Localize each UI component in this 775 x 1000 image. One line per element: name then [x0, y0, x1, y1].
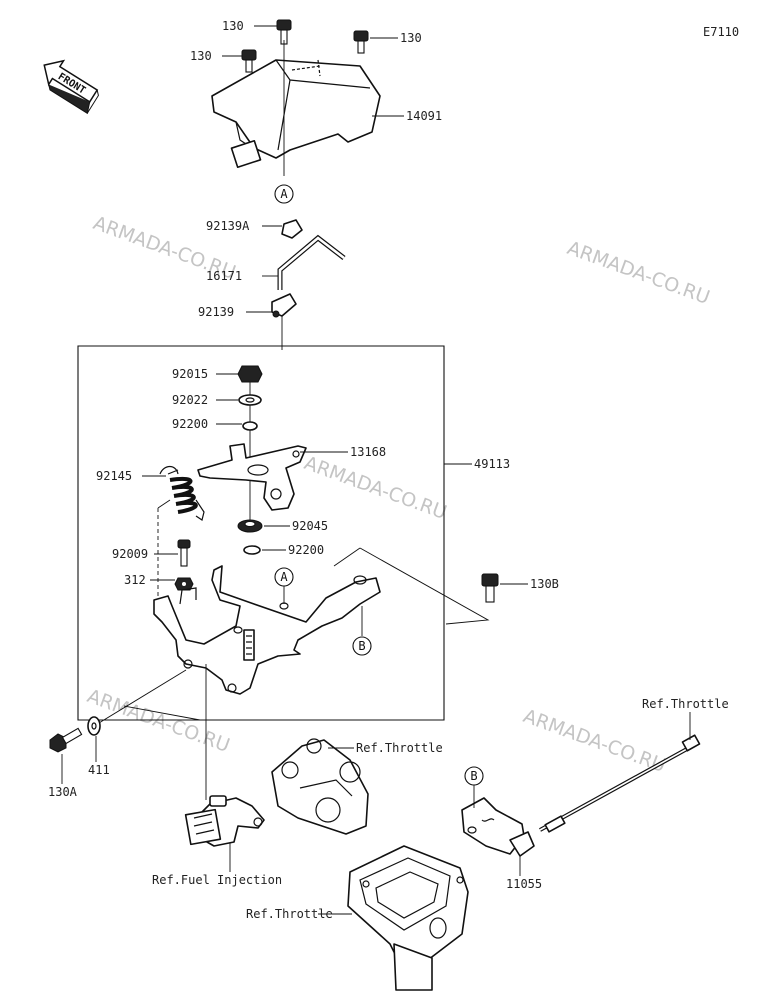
throttle-body-bottom — [347, 845, 469, 991]
screw-92009 — [177, 539, 191, 567]
marker-a-inner: A — [274, 567, 294, 587]
label-411: 411 — [88, 763, 110, 777]
throttle-cable — [539, 734, 701, 833]
label-92022: 92022 — [172, 393, 208, 407]
washer-411 — [87, 716, 101, 736]
svg-text:A: A — [280, 570, 288, 584]
washer-92022 — [238, 394, 262, 406]
bushing-92045 — [237, 519, 263, 533]
washer-92200-lower — [243, 545, 261, 555]
bolt-130-top — [276, 19, 292, 45]
label-14091: 14091 — [406, 109, 442, 123]
bolt-130-left — [241, 49, 257, 73]
ref-fuel-injection: Ref.Fuel Injection — [152, 873, 282, 887]
bracket-11055 — [461, 797, 535, 857]
nut-92015 — [237, 365, 263, 383]
label-92145: 92145 — [96, 469, 132, 483]
front-arrow-icon: FRONT — [43, 59, 99, 115]
washer-92200-upper — [242, 421, 258, 431]
watermark-5: ARMADA-CO.RU — [520, 705, 668, 777]
bracket — [153, 565, 381, 695]
label-49113: 49113 — [474, 457, 510, 471]
label-11055: 11055 — [506, 877, 542, 891]
svg-text:B: B — [470, 769, 477, 783]
bolt-130B — [481, 573, 499, 603]
svg-text:B: B — [358, 639, 365, 653]
throttle-body-middle — [271, 738, 369, 835]
label-130-right: 130 — [400, 31, 422, 45]
clip-92139A — [281, 219, 303, 239]
throttle-sensor — [184, 795, 265, 847]
label-92045: 92045 — [292, 519, 328, 533]
label-130-top: 130 — [222, 19, 244, 33]
bolt-130A — [49, 727, 83, 753]
label-92009: 92009 — [112, 547, 148, 561]
label-92139A: 92139A — [206, 219, 250, 233]
clip-92139 — [271, 293, 297, 318]
label-92200-upper: 92200 — [172, 417, 208, 431]
label-312: 312 — [124, 573, 146, 587]
cover-14091 — [211, 59, 381, 169]
lever-13168 — [197, 443, 307, 511]
ref-throttle-bottom: Ref.Throttle — [246, 907, 333, 921]
marker-b-outer: B — [464, 766, 484, 786]
label-92015: 92015 — [172, 367, 208, 381]
label-92200-lower: 92200 — [288, 543, 324, 557]
watermark-4: ARMADA-CO.RU — [84, 685, 232, 757]
watermark-3: ARMADA-CO.RU — [301, 452, 449, 524]
marker-a-top: A — [274, 184, 294, 204]
label-130-left: 130 — [190, 49, 212, 63]
label-16171: 16171 — [206, 269, 242, 283]
bolt-130-right — [353, 30, 369, 54]
label-130A: 130A — [48, 785, 78, 799]
label-92139: 92139 — [198, 305, 234, 319]
label-130B: 130B — [530, 577, 559, 591]
watermark-2: ARMADA-CO.RU — [564, 237, 712, 309]
ref-throttle-top-right: Ref.Throttle — [642, 697, 729, 711]
rod-16171 — [277, 234, 346, 290]
ref-throttle-middle: Ref.Throttle — [356, 741, 443, 755]
svg-text:A: A — [280, 187, 288, 201]
assembly-frame-49113 — [77, 345, 445, 721]
spring-92145 — [159, 465, 205, 521]
marker-b-inner: B — [352, 636, 372, 656]
nut-312 — [174, 577, 194, 591]
label-13168: 13168 — [350, 445, 386, 459]
diagram-code: E7110 — [703, 25, 739, 39]
